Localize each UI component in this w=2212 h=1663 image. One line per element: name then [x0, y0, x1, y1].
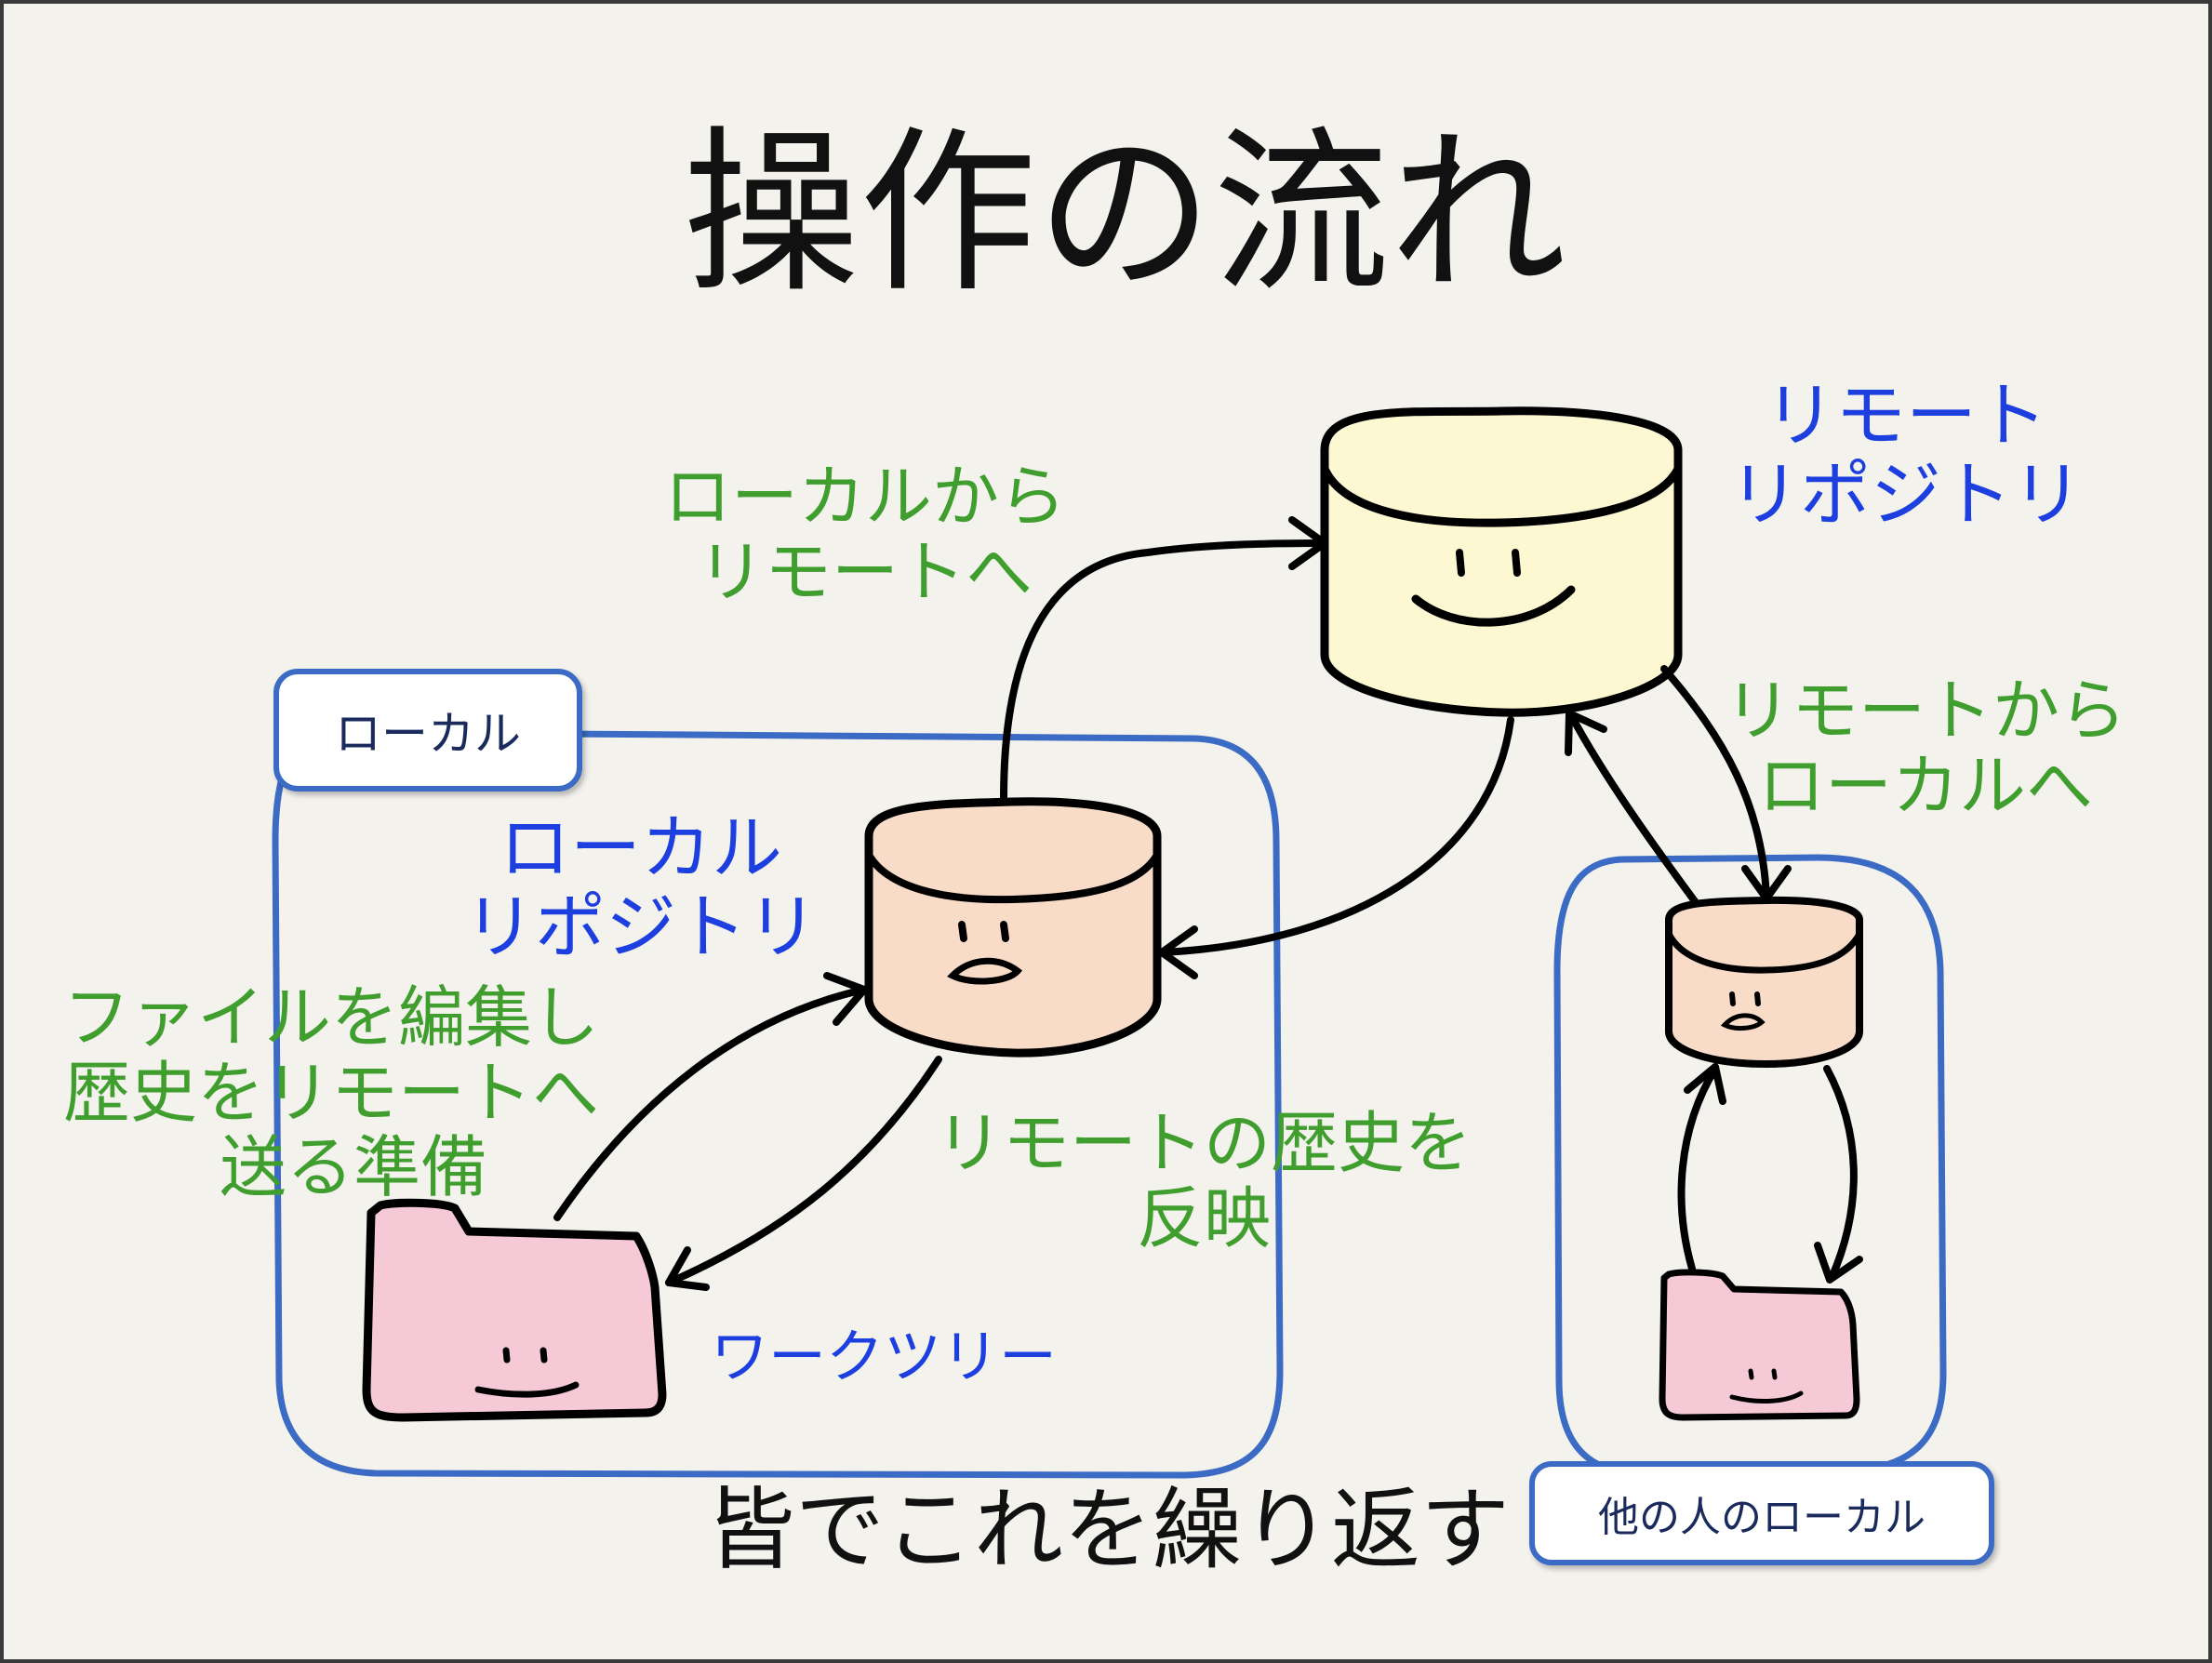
- tag-others-local-text: 他の人のローカル: [1598, 1494, 1926, 1541]
- label-line: ローカルから: [664, 458, 1067, 536]
- label-line: リモートから: [1725, 672, 2127, 750]
- label-line: ファイルを編集し: [62, 978, 599, 1057]
- others-folder-icon: [1659, 1269, 1860, 1421]
- label-line: リモートの歴史を: [935, 1104, 1472, 1182]
- label-line: リモートへ: [698, 532, 1033, 611]
- tag-others-local: 他の人のローカル: [1529, 1461, 1994, 1565]
- local-repo-icon: [864, 797, 1162, 1058]
- arrow-folder-to-repo: [553, 986, 868, 1221]
- page-title: 操作の流れ: [683, 111, 1567, 316]
- remote-repo-icon: [1320, 406, 1683, 717]
- label-worktree: ワークツリー: [711, 1323, 1058, 1390]
- arrow-repo-to-folder: [665, 1056, 942, 1286]
- arrow-others-to-remote-head: [1565, 710, 1607, 756]
- label-line: ローカルへ: [1758, 746, 2094, 825]
- label-reflect-remote: リモートの歴史を 反映: [925, 1106, 1483, 1256]
- arrow-others-to-remote: [1567, 712, 1699, 905]
- label-local-to-remote: ローカルから リモートへ: [664, 459, 1066, 609]
- label-line: 歴史をリモートへ: [62, 1053, 599, 1132]
- arrow-local-to-remote-head: [1288, 516, 1328, 570]
- label-line: リポジトリ: [464, 885, 818, 969]
- others-repo-icon: [1665, 896, 1863, 1068]
- label-line: リモート: [1765, 374, 2047, 457]
- arrow-remote-to-others-head: [1741, 865, 1792, 902]
- label-local-repo: ローカル リポジトリ: [441, 808, 841, 966]
- label-line: ローカル: [500, 806, 782, 889]
- arrow-local-to-remote: [1000, 539, 1326, 803]
- tag-local-text: ローカル: [335, 707, 521, 761]
- tag-local: ローカル: [273, 669, 582, 792]
- label-remote-to-local: リモートから ローカルへ: [1725, 673, 2126, 823]
- arrow-others-folder-to-repo: [1677, 1065, 1719, 1272]
- label-line: リポジトリ: [1729, 453, 2083, 537]
- arrow-remote-to-others: [1660, 665, 1770, 900]
- arrow-folder-to-repo-head: [823, 972, 868, 1026]
- label-repeat: 皆でこれを繰り返す: [706, 1478, 1510, 1582]
- label-edit-files: ファイルを編集し 歴史をリモートへ 送る準備: [32, 980, 599, 1205]
- arrow-others-repo-to-folder-head: [1814, 1242, 1863, 1284]
- arrow-remote-to-local: [1158, 716, 1514, 956]
- arrow-remote-to-local-head: [1158, 925, 1198, 979]
- diagram-canvas: [272, 406, 1947, 1479]
- arrow-repo-to-folder-head: [665, 1246, 710, 1291]
- label-line: 送る準備: [219, 1128, 487, 1207]
- worktree-folder-icon: [362, 1198, 667, 1422]
- arrow-others-folder-to-repo-head: [1684, 1063, 1726, 1105]
- label-remote-repo: リモート リポジトリ: [1706, 376, 2106, 534]
- arrow-others-repo-to-folder: [1823, 1065, 1858, 1282]
- label-line: 反映: [1136, 1178, 1271, 1257]
